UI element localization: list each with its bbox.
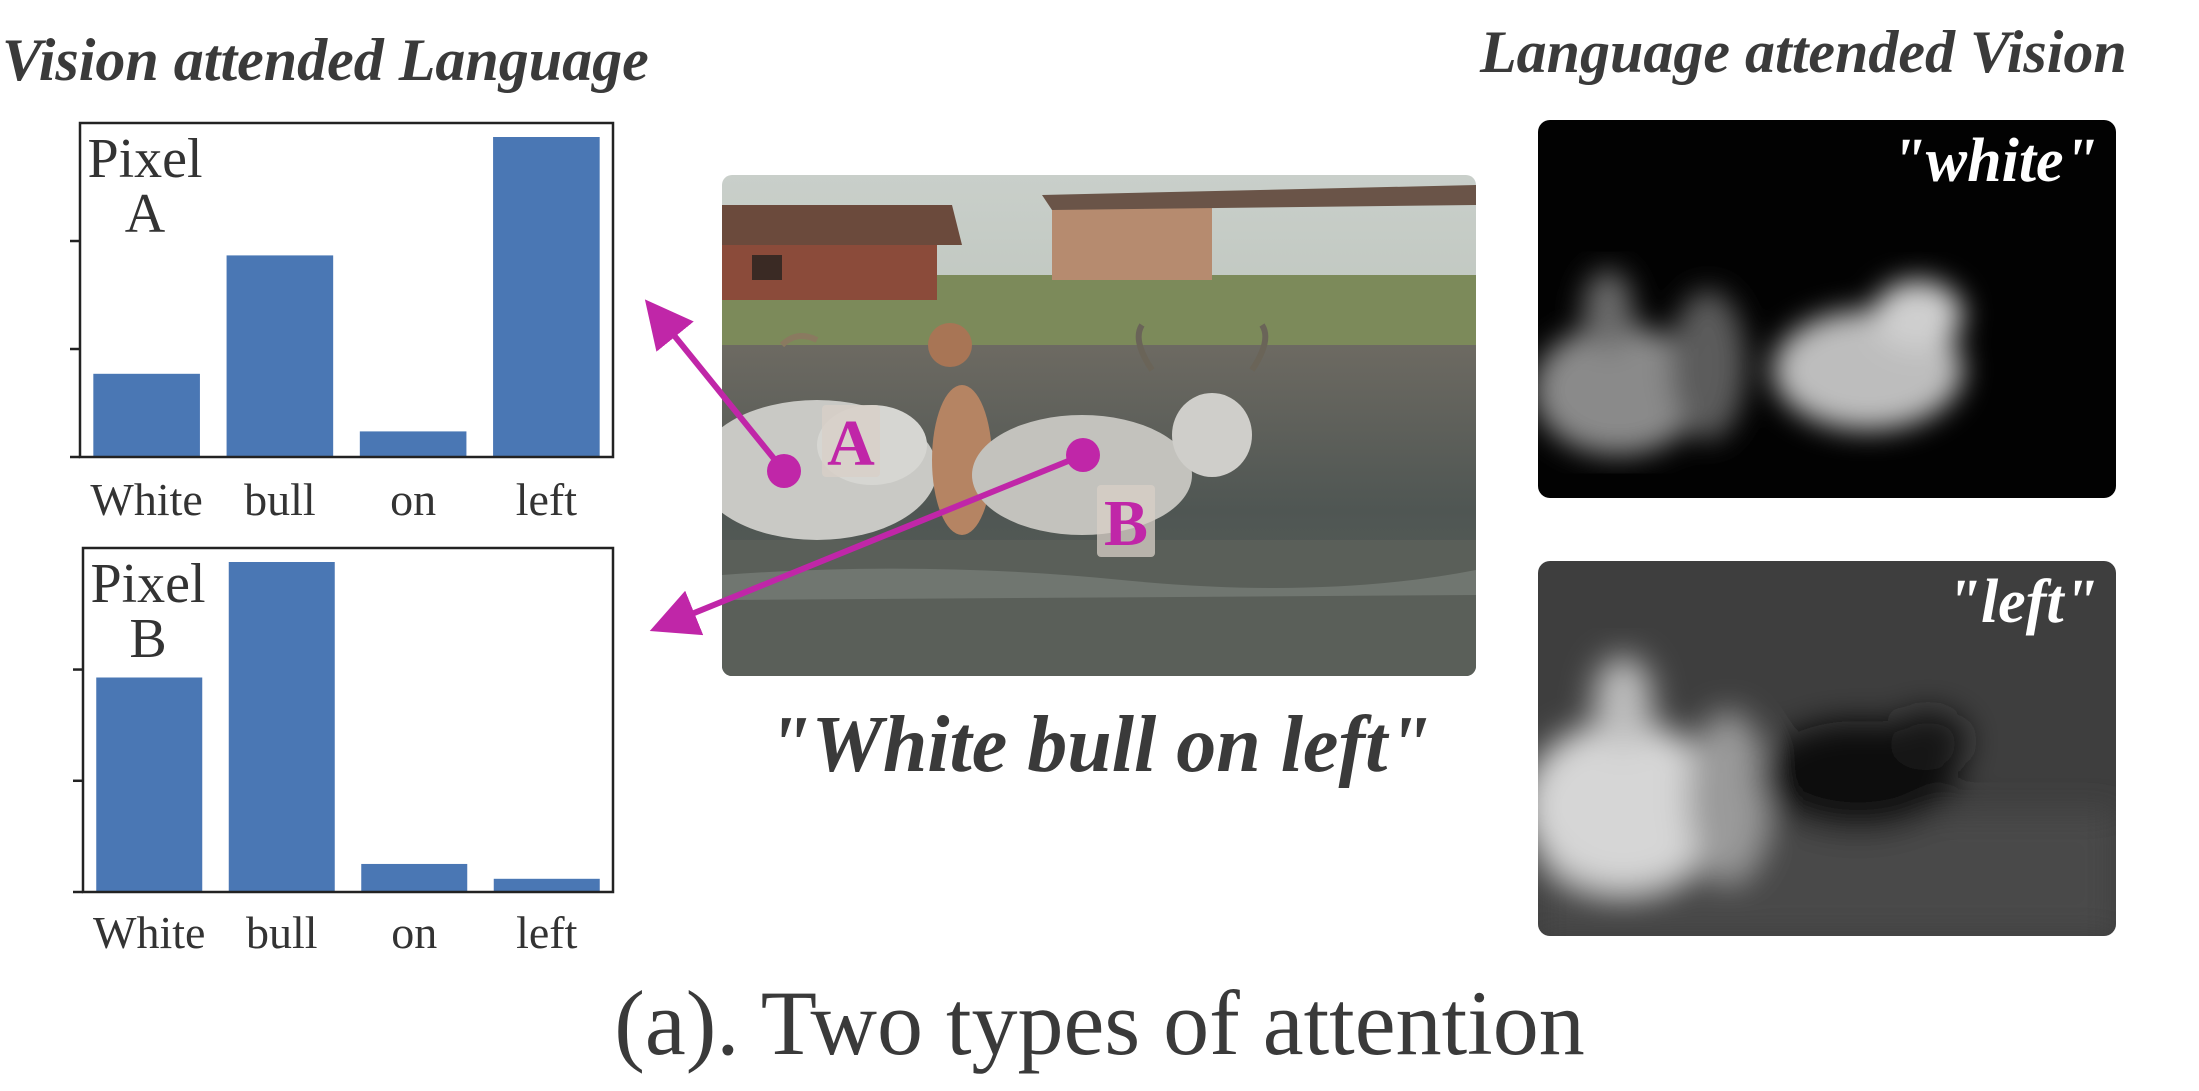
attention-map-left: "left" [1538, 561, 2116, 936]
attention-word-left: "left" [1946, 568, 2098, 636]
attention-heatmap [1538, 270, 1963, 455]
heading-language-attended-vision: Language attended Vision [1480, 19, 2127, 85]
bar-left [493, 137, 600, 457]
marker-label-b: B [1104, 487, 1148, 560]
scene-illustration: A B [722, 175, 1476, 676]
bar-on [359, 431, 467, 457]
heading-vision-attended-language: Vision attended Language [2, 27, 649, 93]
scene-photo: A B [722, 175, 1476, 676]
referring-expression-caption: "White bull on left" [767, 701, 1432, 789]
x-tick-label: on [391, 907, 437, 958]
chart-annotation: B [129, 608, 166, 670]
chart-annotation: Pixel [87, 128, 202, 190]
x-tick-label: White [90, 474, 202, 525]
chart-frame [81, 546, 615, 894]
bar-left [493, 878, 600, 892]
chart-annotation: Pixel [90, 553, 205, 615]
bar-white [96, 677, 203, 892]
attention-word-white: "white" [1891, 127, 2098, 195]
marker-label-a: A [827, 407, 875, 480]
attention-map-white: "white" [1538, 120, 2116, 498]
figure-subcaption: (a). Two types of attention [614, 972, 1585, 1074]
bar-bull [226, 255, 334, 457]
x-tick-label: bull [246, 907, 318, 958]
x-tick-label: White [93, 907, 205, 958]
x-tick-label: left [516, 474, 578, 525]
chart-annotation: A [125, 183, 166, 245]
bar-on [361, 863, 468, 892]
x-tick-label: on [390, 474, 436, 525]
bar-bull [228, 562, 335, 892]
x-tick-label: left [516, 907, 578, 958]
bar-white [93, 373, 200, 457]
attention-heatmap [1538, 656, 2116, 936]
x-tick-label: bull [244, 474, 316, 525]
chart-frame [78, 121, 615, 459]
